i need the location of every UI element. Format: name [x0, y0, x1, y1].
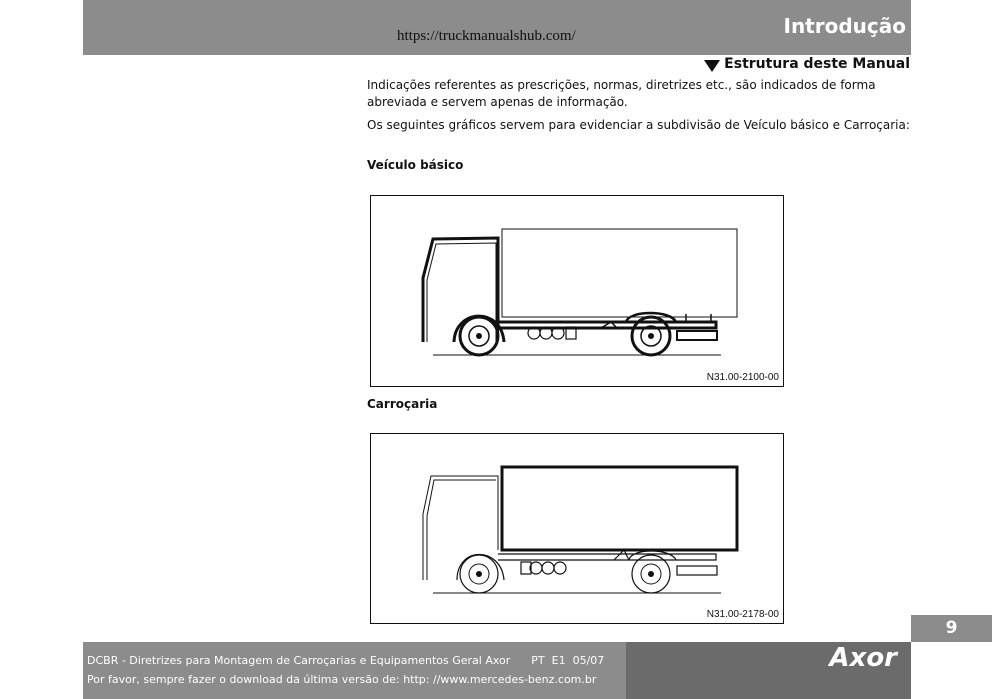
subheading-text: Estrutura deste Manual: [724, 56, 910, 72]
triangle-down-icon: [704, 60, 721, 72]
header-bar: [83, 0, 911, 55]
footer-download-note: Por favor, sempre fazer o download da úl…: [87, 673, 597, 686]
figure-body: N31.00-2178-00: [370, 433, 784, 624]
section-title: Introdução: [783, 14, 907, 38]
subheading: Estrutura deste Manual: [704, 56, 910, 72]
paragraph-graphics: Os seguintes gráficos servem para eviden…: [367, 118, 910, 132]
footer-bar-right: [626, 642, 911, 699]
paragraph-intro: Indicações referentes as prescrições, no…: [367, 78, 876, 109]
truck-body-drawing: [422, 465, 739, 594]
footer-document-info: DCBR - Diretrizes para Montagem de Carro…: [87, 654, 605, 667]
source-url[interactable]: https://truckmanualshub.com/: [397, 28, 576, 44]
figure-code: N31.00-2178-00: [706, 609, 779, 620]
footer-bar-left: [83, 642, 626, 699]
figure-basic-vehicle: N31.00-2100-00: [370, 195, 784, 387]
figure-label-basic-vehicle: Veículo básico: [367, 158, 464, 172]
truck-chassis-drawing: [421, 228, 738, 357]
figure-label-body: Carroçaria: [367, 397, 438, 411]
brand-logo: Axor: [829, 643, 897, 673]
page-number: 9: [911, 615, 992, 642]
figure-code: N31.00-2100-00: [706, 372, 779, 383]
